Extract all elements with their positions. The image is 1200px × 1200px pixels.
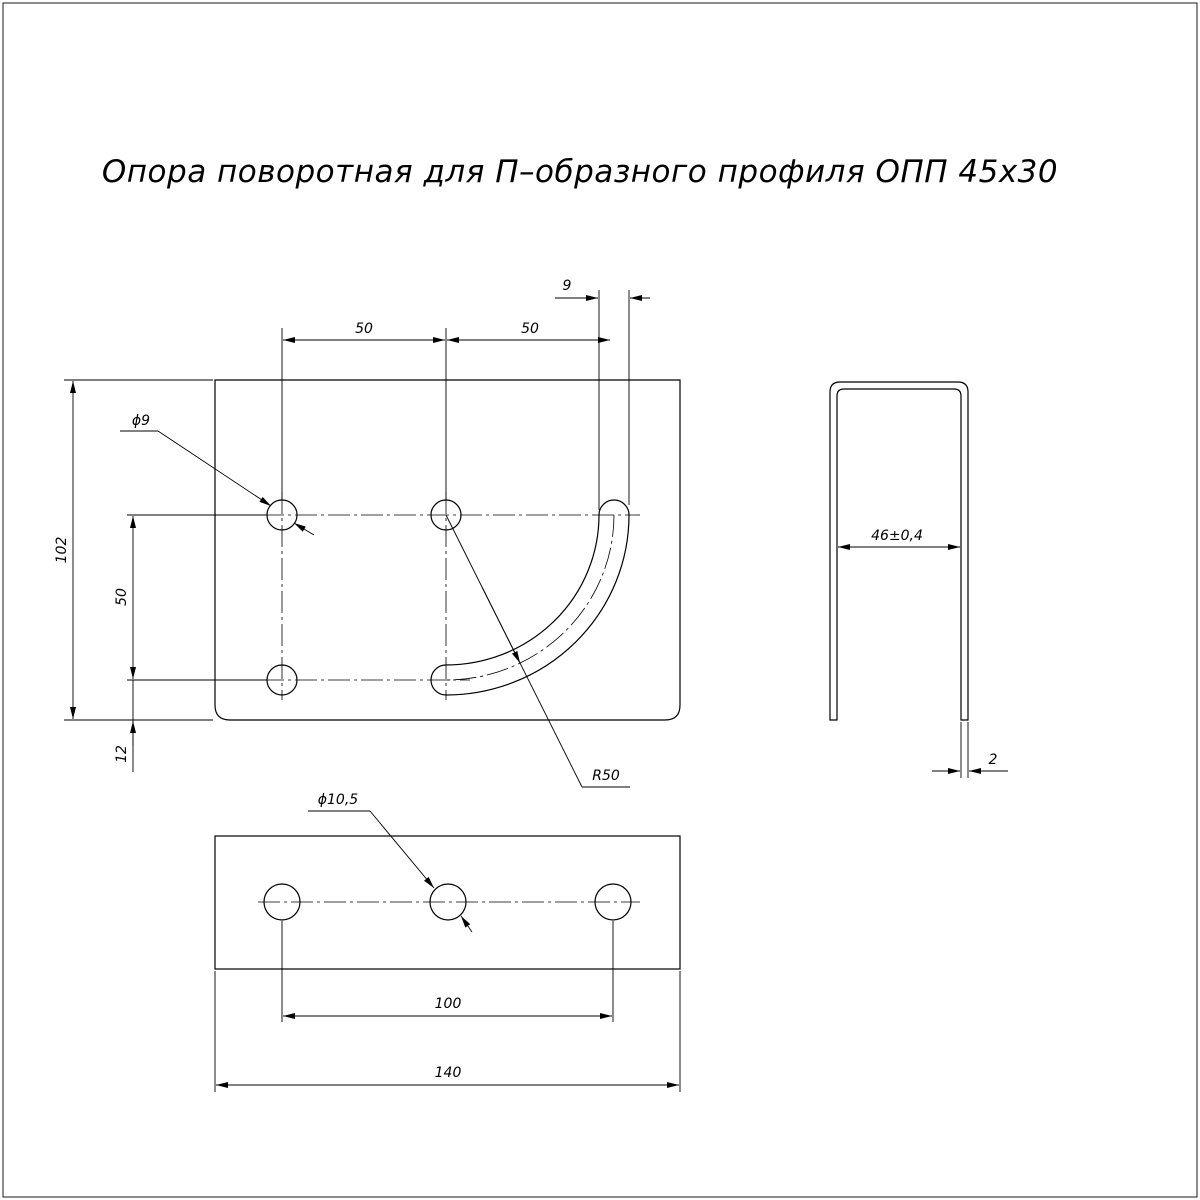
dim-text-height: 102 [54, 537, 70, 564]
bottom-view: ϕ10,5 100 140 [214, 792, 681, 1092]
dim-text-vertical-spacing: 50 [114, 588, 130, 606]
front-plate-outline [214, 379, 681, 721]
side-profile-outline [829, 381, 969, 721]
dim-text-inner-width: 46±0,4 [871, 528, 923, 544]
dim-text-thickness: 2 [989, 752, 998, 768]
leader-hole-diameter [157, 430, 272, 507]
bottom-hole-center [429, 883, 467, 921]
bottom-plate-outline [214, 835, 681, 970]
dim-text-total-length: 140 [435, 1065, 462, 1081]
leader-bottom-hole-far [460, 915, 473, 933]
bottom-hole-left [263, 883, 301, 921]
bottom-hole-right [594, 883, 632, 921]
leader-slot-radius-arrow [481, 586, 521, 664]
dim-text-spacing-right: 50 [521, 321, 539, 337]
leader-hole-diameter-far [293, 522, 315, 536]
dim-text-slot-radius: R50 [592, 768, 620, 784]
dim-text-bottom-hole-diameter: ϕ10,5 [318, 792, 359, 808]
dim-text-bottom-offset: 12 [114, 745, 130, 763]
front-slot-axis [445, 514, 615, 681]
front-curved-slot [430, 499, 630, 696]
dim-text-hole-diameter: ϕ9 [132, 413, 150, 429]
dim-text-spacing-left: 50 [355, 321, 373, 337]
leader-bottom-hole-diameter [369, 810, 435, 889]
side-view: 46±0,4 2 [829, 381, 1008, 778]
dim-text-hole-spacing: 100 [435, 996, 462, 1012]
drawing-title: Опора поворотная для П–образного профиля… [102, 154, 1058, 190]
front-view: 50 50 9 102 50 12 ϕ9 R50 [54, 278, 681, 788]
dim-text-slot-width: 9 [563, 278, 572, 294]
